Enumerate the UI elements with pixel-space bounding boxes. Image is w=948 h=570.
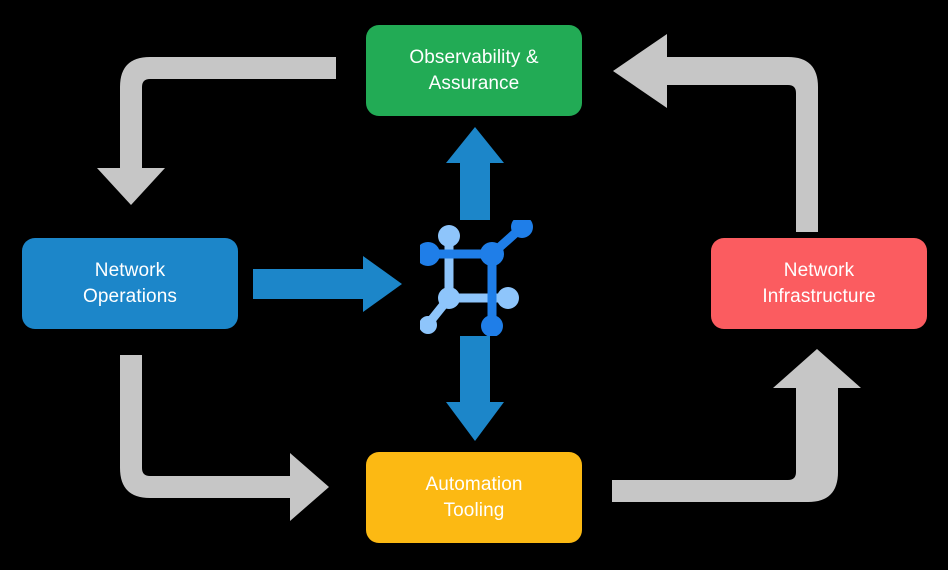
node-label-automation-tooling: Automation Tooling bbox=[425, 474, 523, 521]
node-box-network-operations[interactable]: Network Operations bbox=[22, 238, 238, 329]
node-label-network-infrastructure: Network Infrastructure bbox=[762, 260, 876, 307]
node-label-network-operations: Network Operations bbox=[83, 260, 177, 307]
node-box-automation-tooling[interactable]: Automation Tooling bbox=[366, 452, 582, 543]
node-label-observability: Observability & Assurance bbox=[409, 47, 539, 94]
network-icon-dark-nodes bbox=[420, 220, 533, 336]
network-topology-icon bbox=[420, 220, 533, 336]
connector-infrastructure-to-observability bbox=[613, 34, 818, 232]
arrow-center-to-observability bbox=[446, 127, 504, 220]
arrow-center-to-automation bbox=[446, 336, 504, 441]
node-box-observability[interactable]: Observability & Assurance bbox=[366, 25, 582, 116]
arrow-operations-to-center bbox=[253, 256, 402, 312]
network-icon-light-nodes bbox=[420, 225, 519, 334]
connector-operations-to-automation bbox=[120, 355, 329, 521]
node-box-network-infrastructure[interactable]: Network Infrastructure bbox=[711, 238, 927, 329]
connector-observability-to-operations bbox=[97, 57, 336, 205]
connector-automation-to-infrastructure bbox=[612, 349, 861, 502]
